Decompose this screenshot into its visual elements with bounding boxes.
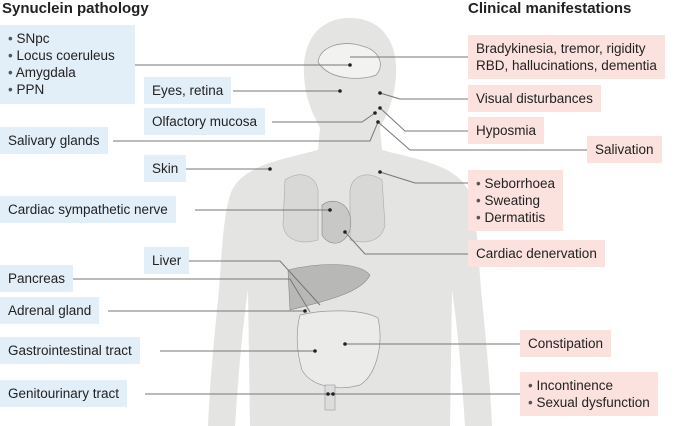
visual-box: Visual disturbances	[468, 85, 601, 112]
olfactory-box: Olfactory mucosa	[144, 108, 266, 135]
gu-box: Genitourinary tract	[0, 380, 128, 407]
list-item: Sweating	[476, 192, 555, 209]
right-title: Clinical manifestations	[468, 0, 632, 17]
motor-line: RBD, hallucinations, dementia	[476, 58, 657, 73]
list-item: SNpc	[8, 30, 127, 47]
skin-box: Skin	[144, 155, 187, 182]
list-item: Amygdala	[8, 64, 127, 81]
brain-regions-box: SNpcLocus coeruleusAmygdalaPPN	[0, 25, 135, 104]
salivary-box: Salivary glands	[0, 127, 108, 154]
leader-lines	[73, 56, 587, 395]
liver	[287, 264, 371, 311]
constipation-box: Constipation	[520, 330, 612, 357]
heart	[321, 200, 352, 244]
cardiac-denervation-box: Cardiac denervation	[468, 240, 605, 267]
gu-symptoms-box: IncontinenceSexual dysfunction	[520, 372, 658, 416]
adrenal-box: Adrenal gland	[0, 297, 100, 324]
left-title: Synuclein pathology	[2, 0, 149, 17]
list-item: PPN	[8, 81, 127, 98]
gi-box: Gastrointestinal tract	[0, 337, 140, 364]
list-item: Seborrhoea	[476, 175, 555, 192]
rectum	[324, 384, 336, 411]
brain	[317, 43, 381, 79]
marker-dots	[268, 63, 382, 396]
liver-box: Liver	[144, 247, 190, 274]
skin-symptoms-box: SeborrhoeaSweatingDermatitis	[468, 170, 564, 231]
list-item: Dermatitis	[476, 209, 555, 226]
cardiac-nerve-box: Cardiac sympathetic nerve	[0, 196, 176, 223]
list-item: Sexual dysfunction	[528, 394, 649, 411]
list-item: Incontinence	[528, 377, 650, 394]
motor-line: Bradykinesia, tremor, rigidity	[476, 41, 646, 56]
intestines	[296, 310, 381, 389]
salivation-box: Salivation	[587, 136, 662, 163]
list-item: Locus coeruleus	[8, 47, 127, 64]
pancreas-box: Pancreas	[0, 265, 74, 292]
lungs	[282, 174, 386, 243]
hyposmia-box: Hyposmia	[468, 117, 545, 144]
eyes-box: Eyes, retina	[144, 77, 232, 104]
